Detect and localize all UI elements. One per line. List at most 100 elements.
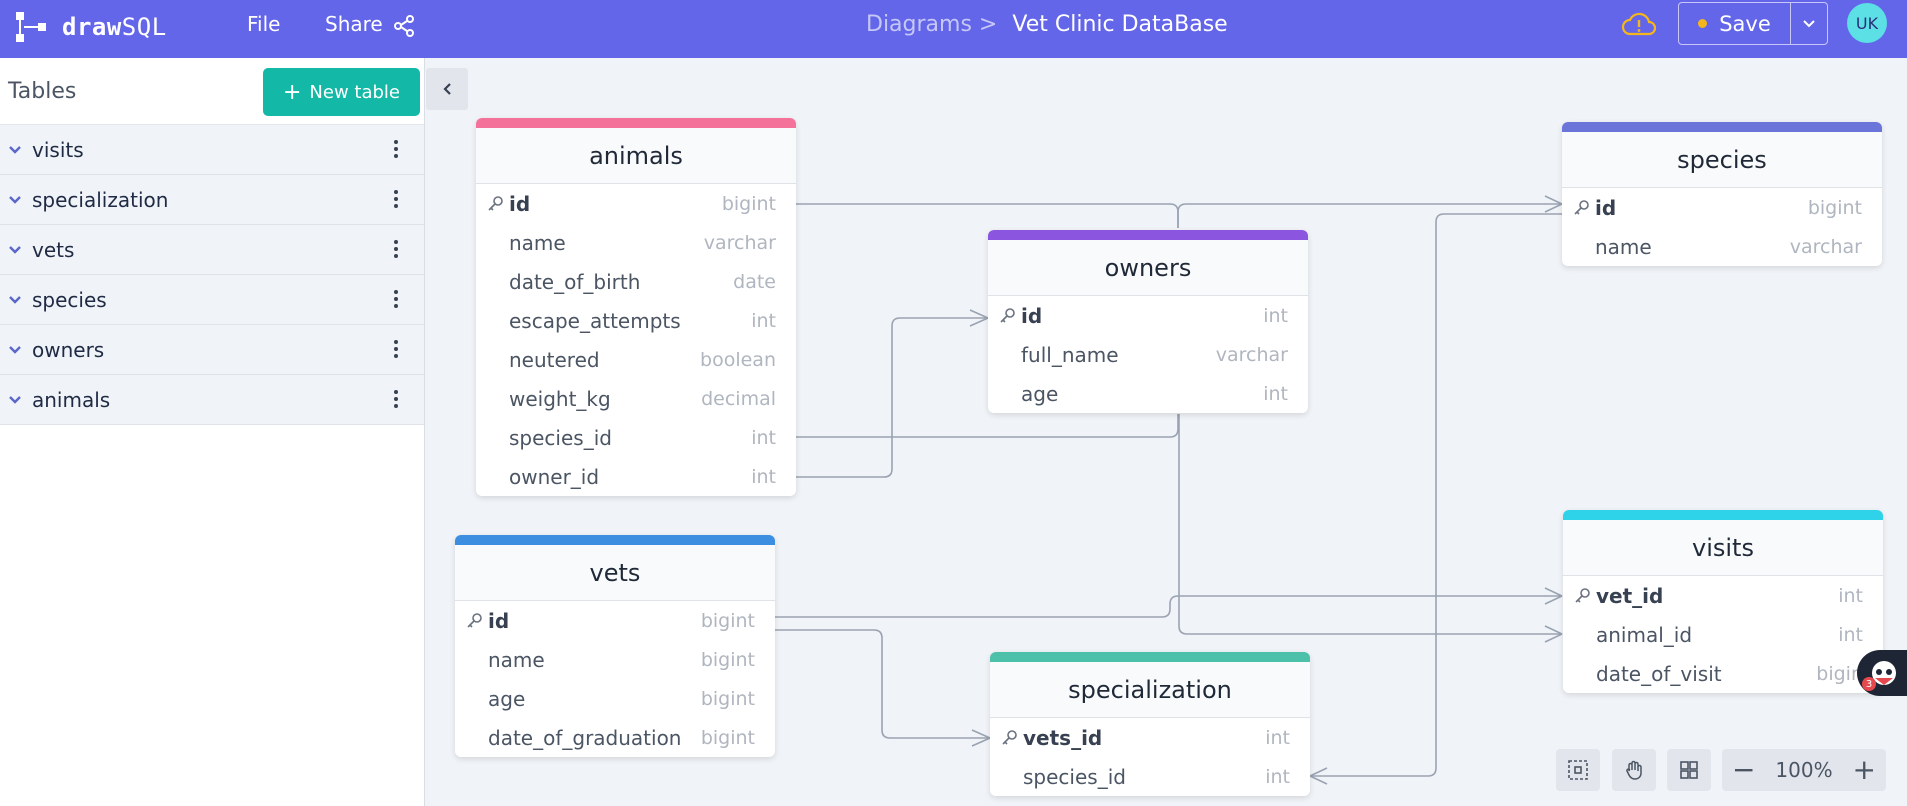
table-title[interactable]: vets	[455, 545, 775, 601]
pan-tool-button[interactable]	[1612, 749, 1656, 791]
sidebar-item-specialization[interactable]: specialization	[0, 175, 424, 225]
zoom-out-button[interactable]: −	[1732, 753, 1756, 786]
table-title[interactable]: visits	[1563, 520, 1883, 576]
table-title[interactable]: owners	[988, 240, 1308, 296]
fit-view-button[interactable]	[1556, 749, 1600, 791]
column-type: int	[1263, 304, 1288, 327]
column-type: bigint	[700, 687, 755, 710]
file-menu[interactable]: File	[247, 12, 281, 36]
plus-icon: +	[282, 79, 302, 105]
sidebar-item-label: vets	[32, 237, 75, 262]
column-name: animal_id	[1596, 622, 1693, 647]
more-options-icon[interactable]	[394, 140, 398, 161]
share-icon	[394, 14, 415, 37]
table-column-row[interactable]: id bigint	[1562, 188, 1882, 227]
sidebar-item-visits[interactable]: visits	[0, 125, 424, 175]
sidebar-header: Tables + New table	[0, 58, 424, 125]
breadcrumb-diagrams[interactable]: Diagrams >	[866, 12, 998, 37]
column-name: full_name	[1021, 342, 1119, 367]
table-title[interactable]: animals	[476, 128, 796, 184]
primary-key-icon	[1573, 587, 1591, 607]
diagram-title[interactable]: Vet Clinic DataBase	[1012, 12, 1228, 37]
collapse-sidebar-button[interactable]	[426, 68, 468, 110]
primary-key-icon	[1572, 199, 1590, 219]
grid-toggle-button[interactable]	[1667, 749, 1711, 791]
column-name: name	[509, 230, 566, 255]
more-options-icon[interactable]	[394, 390, 398, 411]
sidebar-item-species[interactable]: species	[0, 275, 424, 325]
table-title[interactable]: specialization	[990, 662, 1310, 718]
chevron-down-icon[interactable]	[8, 295, 22, 305]
hand-icon	[1626, 760, 1642, 780]
column-type: boolean	[700, 348, 776, 371]
zoom-in-button[interactable]: +	[1852, 753, 1876, 786]
app-logo[interactable]: drawSQL	[14, 10, 167, 44]
column-type: varchar	[1789, 235, 1862, 258]
sidebar-item-vets[interactable]: vets	[0, 225, 424, 275]
new-table-button[interactable]: + New table	[263, 68, 420, 116]
share-menu[interactable]: Share	[325, 12, 415, 37]
column-name: weight_kg	[509, 386, 611, 411]
column-name: id	[1595, 195, 1617, 220]
chevron-down-icon[interactable]	[8, 145, 22, 155]
column-name: date_of_birth	[509, 269, 641, 294]
more-options-icon[interactable]	[394, 240, 398, 261]
top-bar: drawSQL File Share Diagrams > Vet Clinic…	[0, 0, 1907, 58]
column-type: date	[733, 270, 776, 293]
column-type: int	[1263, 382, 1288, 405]
chevron-down-icon[interactable]	[8, 245, 22, 255]
column-name: neutered	[509, 347, 600, 372]
table-column-row[interactable]: date_of_birth date	[476, 262, 796, 301]
table-title[interactable]: species	[1562, 132, 1882, 188]
user-avatar[interactable]: UK	[1847, 3, 1887, 43]
column-type: bigint	[1807, 196, 1862, 219]
drawsql-logo-icon	[16, 12, 46, 42]
sidebar-item-label: owners	[32, 337, 105, 362]
save-options-dropdown[interactable]	[1791, 3, 1827, 44]
chevron-down-icon[interactable]	[8, 395, 22, 405]
column-name: owner_id	[509, 464, 600, 489]
more-options-icon[interactable]	[394, 340, 398, 361]
sidebar-item-owners[interactable]: owners	[0, 325, 424, 375]
column-name: id	[509, 191, 531, 216]
column-type: int	[1265, 726, 1290, 749]
chevron-down-icon[interactable]	[8, 345, 22, 355]
chevron-down-icon[interactable]	[8, 195, 22, 205]
more-options-icon[interactable]	[394, 190, 398, 211]
sidebar-item-animals[interactable]: animals	[0, 375, 424, 425]
table-color-bar	[455, 535, 775, 545]
table-column-row[interactable]: neutered boolean	[476, 340, 796, 379]
save-button[interactable]: Save	[1679, 3, 1791, 44]
more-options-icon[interactable]	[394, 290, 398, 311]
primary-key-icon	[486, 195, 504, 215]
chat-notification-badge: 3	[1862, 677, 1876, 691]
sidebar-item-label: visits	[32, 137, 84, 162]
cloud-warning-icon[interactable]	[1621, 9, 1657, 39]
